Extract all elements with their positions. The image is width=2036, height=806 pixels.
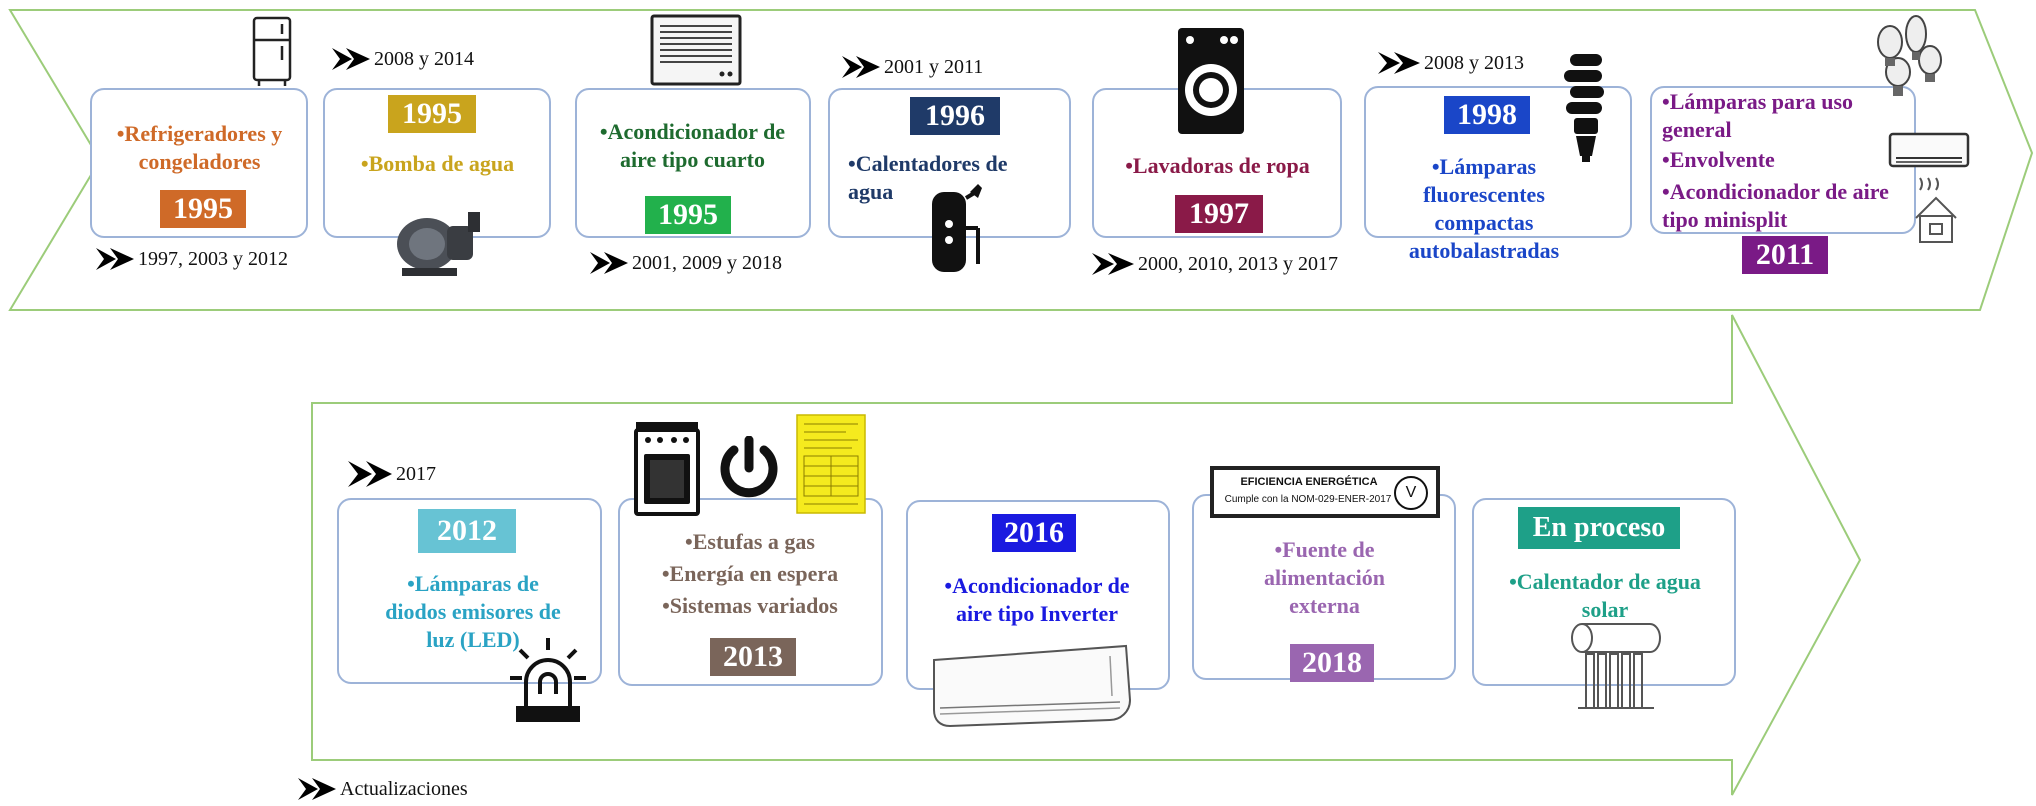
water-heater-icon [932, 184, 982, 272]
label-sistemas-variados: •Sistemas variados [662, 593, 838, 618]
label-lamparas-uso-general: •Lámparas para uso general [1662, 89, 1854, 142]
year-solar: En proceso [1518, 507, 1680, 549]
refrigerator-icon [252, 16, 292, 86]
label-solar: •Calentador de agua solar [1509, 569, 1701, 618]
year-lamparas-fluorescentes: 1998 [1444, 96, 1530, 134]
year-lavadoras: 1997 [1175, 195, 1263, 233]
year-multi-2011: 2011 [1742, 236, 1828, 274]
cfl-lamp-icon [1564, 54, 1604, 162]
arrow-icon [590, 252, 628, 274]
update-led: 2017 [348, 459, 436, 489]
light-bulbs-icon [1877, 15, 1942, 96]
energy-efficiency-label: EFICIENCIA ENERGÉTICA Cumple con la NOM-… [1210, 466, 1440, 518]
water-pump-icon [397, 212, 480, 276]
update-text: 2001 y 2011 [884, 55, 984, 78]
update-text: 2008 y 2014 [374, 47, 474, 70]
label-estufas: •Estufas a gas [685, 529, 815, 554]
legend-actualizaciones: Actualizaciones [298, 776, 468, 802]
update-text: 2000, 2010, 2013 y 2017 [1138, 252, 1338, 275]
arrow-icon [298, 778, 336, 800]
year-fuente: 2018 [1290, 644, 1374, 682]
gas-stove-icon [634, 422, 700, 516]
update-calentadores: 2001 y 2011 [842, 54, 983, 80]
year-calentadores: 1996 [910, 97, 1000, 135]
update-text: 2008 y 2013 [1424, 51, 1524, 74]
label-bomba: •Bomba de agua [360, 151, 515, 176]
update-text: 2017 [396, 462, 436, 485]
arrow-icon [348, 461, 392, 487]
solar-heater-icon [1571, 623, 1661, 709]
arrow-icon [1378, 52, 1420, 74]
label-lavadoras: •Lavadoras de ropa [1125, 153, 1310, 178]
energy-label-mark: V [1394, 476, 1428, 510]
label-acondicionador-minisplit: •Acondicionador de aire tipo minisplit [1662, 179, 1889, 232]
year-bomba: 1995 [388, 95, 476, 133]
air-conditioner-room-icon [650, 14, 742, 86]
year-estufas: 2013 [710, 638, 796, 676]
minisplit-icon [1888, 132, 1970, 168]
washing-machine-icon [1178, 28, 1244, 134]
inverter-ac-icon [933, 644, 1132, 728]
label-refrigeradores: •Refrigeradores y congeladores [116, 121, 283, 174]
arrow-icon [842, 56, 880, 78]
update-text: 1997, 2003 y 2012 [138, 247, 288, 270]
label-energia-espera: •Energía en espera [661, 561, 839, 586]
update-lavadoras: 2000, 2010, 2013 y 2017 [1092, 251, 1338, 277]
energy-label-subtitle: Cumple con la NOM-029-ENER-2017 [1224, 494, 1392, 505]
year-refrigeradores: 1995 [160, 190, 246, 228]
alarm-light-icon [510, 638, 586, 722]
update-lamparas-fluorescentes: 2008 y 2013 [1378, 50, 1524, 76]
legend-text: Actualizaciones [340, 777, 468, 800]
label-envolvente: •Envolvente [1662, 147, 1775, 172]
arrow-icon [332, 48, 370, 70]
update-acondicionador: 2001, 2009 y 2018 [590, 250, 782, 276]
update-text: 2001, 2009 y 2018 [632, 251, 782, 274]
house-heat-icon [1915, 177, 1957, 243]
year-inverter: 2016 [992, 514, 1076, 552]
year-acondicionador-cuarto: 1995 [645, 196, 731, 234]
energy-label-icon [796, 414, 866, 514]
energy-label-title: EFICIENCIA ENERGÉTICA [1240, 476, 1378, 488]
power-icon [720, 436, 778, 498]
label-lamparas-fluorescentes: •Lámparas fluorescentes compactas autoba… [1408, 154, 1560, 263]
label-calentadores: •Calentadores de agua [848, 151, 1008, 204]
arrow-icon [1092, 253, 1134, 275]
update-bomba: 2008 y 2014 [332, 46, 474, 72]
update-refrigeradores: 1997, 2003 y 2012 [96, 246, 288, 272]
card-multi-2011 [1650, 86, 1916, 234]
label-fuente: •Fuente de alimentación externa [1264, 537, 1385, 618]
label-led: •Lámparas de diodos emisores de luz (LED… [385, 571, 561, 652]
label-acondicionador-cuarto: •Acondicionador de aire tipo cuarto [599, 119, 786, 172]
year-led: 2012 [418, 509, 516, 553]
label-inverter: •Acondicionador de aire tipo Inverter [944, 573, 1130, 626]
bottom-arrow [311, 314, 1862, 796]
arrow-icon [96, 248, 134, 270]
